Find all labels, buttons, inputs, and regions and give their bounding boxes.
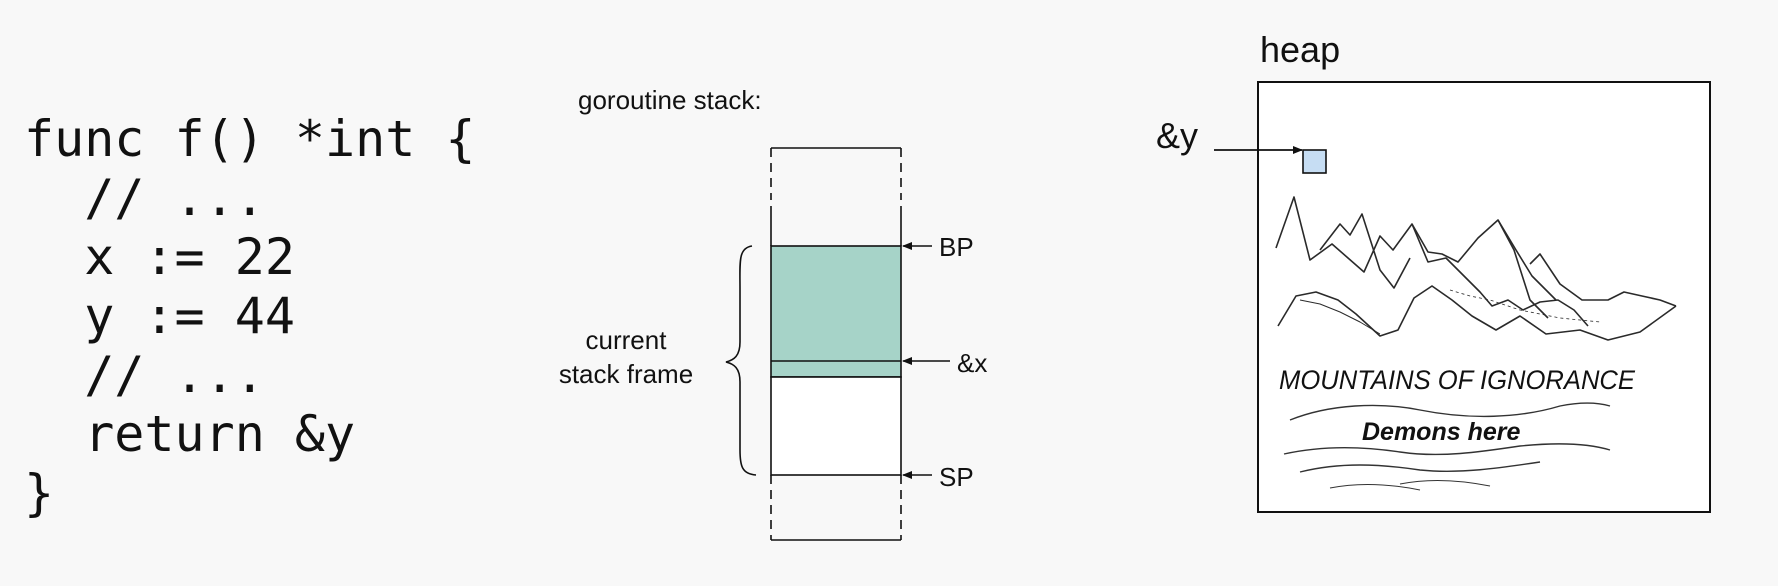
- heap-title: heap: [1260, 29, 1340, 70]
- code-line: return &y: [24, 405, 356, 463]
- frame-label-line1: current: [586, 325, 668, 355]
- goroutine-stack: [770, 147, 902, 246]
- sp-label: SP: [939, 462, 974, 492]
- code-line: y := 44: [24, 287, 295, 345]
- map-waves: [1283, 402, 1611, 491]
- frame-label-line2: stack frame: [559, 359, 693, 389]
- code-line: // ...: [24, 346, 265, 404]
- frame-brace: [725, 245, 757, 476]
- code-line: x := 22: [24, 228, 295, 286]
- bp-label: BP: [939, 232, 974, 262]
- code-line: func f() *int {: [24, 110, 476, 168]
- heap-pointer-label: &y: [1156, 115, 1198, 156]
- current-stack-frame: [770, 245, 902, 378]
- map-caption: MOUNTAINS OF IGNORANCE: [1279, 365, 1636, 395]
- map-subcaption: Demons here: [1362, 418, 1520, 446]
- heap-y-cell: [1302, 149, 1327, 174]
- stack-title: goroutine stack:: [578, 85, 762, 115]
- code-line: }: [24, 464, 55, 522]
- stack-free-area: [770, 376, 902, 476]
- x-pointer-label: &x: [957, 348, 987, 378]
- code-block: func f() *int { // ... x := 22 y := 44 /…: [24, 110, 476, 523]
- stack-bottom: [770, 475, 902, 541]
- code-line: // ...: [24, 169, 265, 227]
- mountains-sketch: [1275, 196, 1677, 341]
